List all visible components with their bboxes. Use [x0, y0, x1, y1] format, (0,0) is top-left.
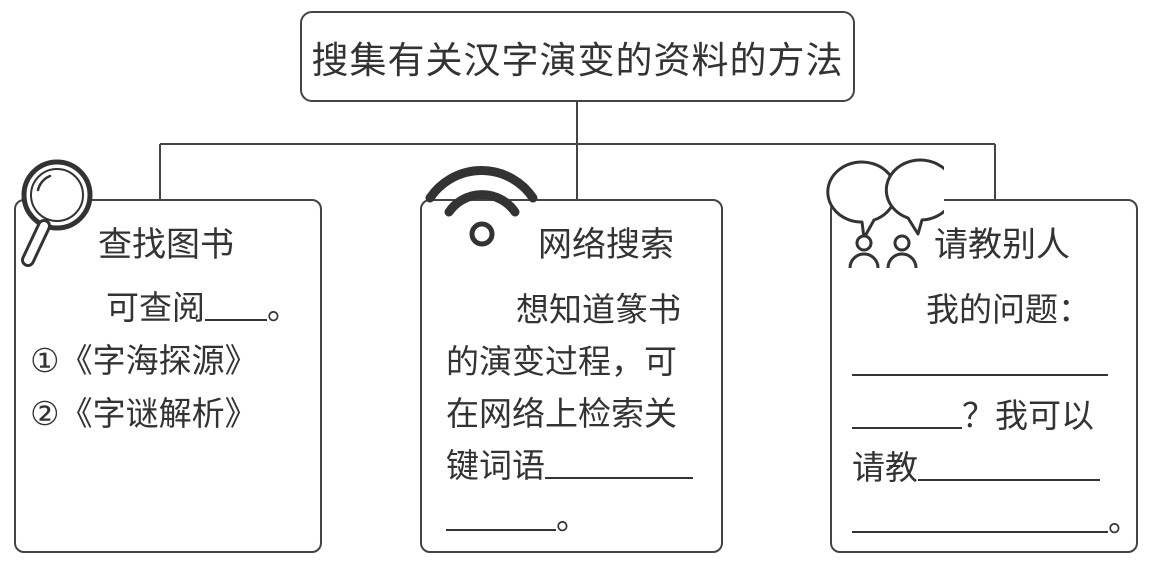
- intro-period: 。: [267, 288, 300, 327]
- end-period: 。: [556, 498, 589, 537]
- ask-line: 请教: [852, 451, 1100, 484]
- people-chat-icon: [826, 158, 944, 269]
- can-ask-text: 我可以: [995, 396, 1094, 435]
- ask-end-line: 。: [852, 503, 1141, 536]
- text-line: 想知道篆书: [516, 290, 681, 329]
- card-ask-heading: 请教别人: [934, 225, 1070, 265]
- book-item: ①《字海探源》: [30, 341, 258, 380]
- card-web-heading: 网络搜索: [538, 225, 674, 265]
- question-end-line: ？我可以: [852, 399, 1094, 432]
- wifi-icon: [425, 166, 538, 247]
- keyword-line-end: 。: [446, 501, 589, 534]
- card-ask-others: 请教别人 我的问题： ？我可以 请教 。: [830, 199, 1141, 553]
- answer-blank: [852, 531, 1108, 533]
- question-mark: ？: [962, 396, 995, 435]
- answer-blank: [852, 427, 962, 429]
- answer-blank: [205, 319, 267, 321]
- end-period: 。: [1108, 500, 1141, 539]
- question-blank-line: [852, 346, 1108, 379]
- text-line: 的演变过程，可: [446, 342, 677, 381]
- diagram-title: 搜集有关汉字演变的资料的方法: [311, 38, 844, 82]
- magnifier-icon: [21, 159, 93, 267]
- ask-label: 请教: [852, 448, 918, 487]
- card-books: 查找图书 可查阅 。 ①《字海探源》 ②《字谜解析》: [14, 199, 322, 553]
- keyword-line: 键词语: [446, 449, 693, 482]
- card-books-intro: 可查阅 。: [106, 291, 300, 324]
- card-web-search: 网络搜索 想知道篆书 的演变过程，可 在网络上检索关 键词语 。: [420, 199, 723, 553]
- keyword-label: 键词语: [446, 446, 545, 485]
- question-prompt: 我的问题：: [926, 290, 1091, 329]
- book-item: ②《字谜解析》: [30, 394, 258, 433]
- text-line: 在网络上检索关: [446, 394, 677, 433]
- answer-blank: [446, 529, 556, 531]
- answer-blank: [852, 374, 1108, 376]
- card-books-heading: 查找图书: [98, 225, 234, 265]
- answer-blank: [918, 479, 1100, 481]
- title-box: 搜集有关汉字演变的资料的方法: [300, 11, 855, 102]
- answer-blank: [545, 477, 693, 479]
- intro-text: 可查阅: [106, 288, 205, 327]
